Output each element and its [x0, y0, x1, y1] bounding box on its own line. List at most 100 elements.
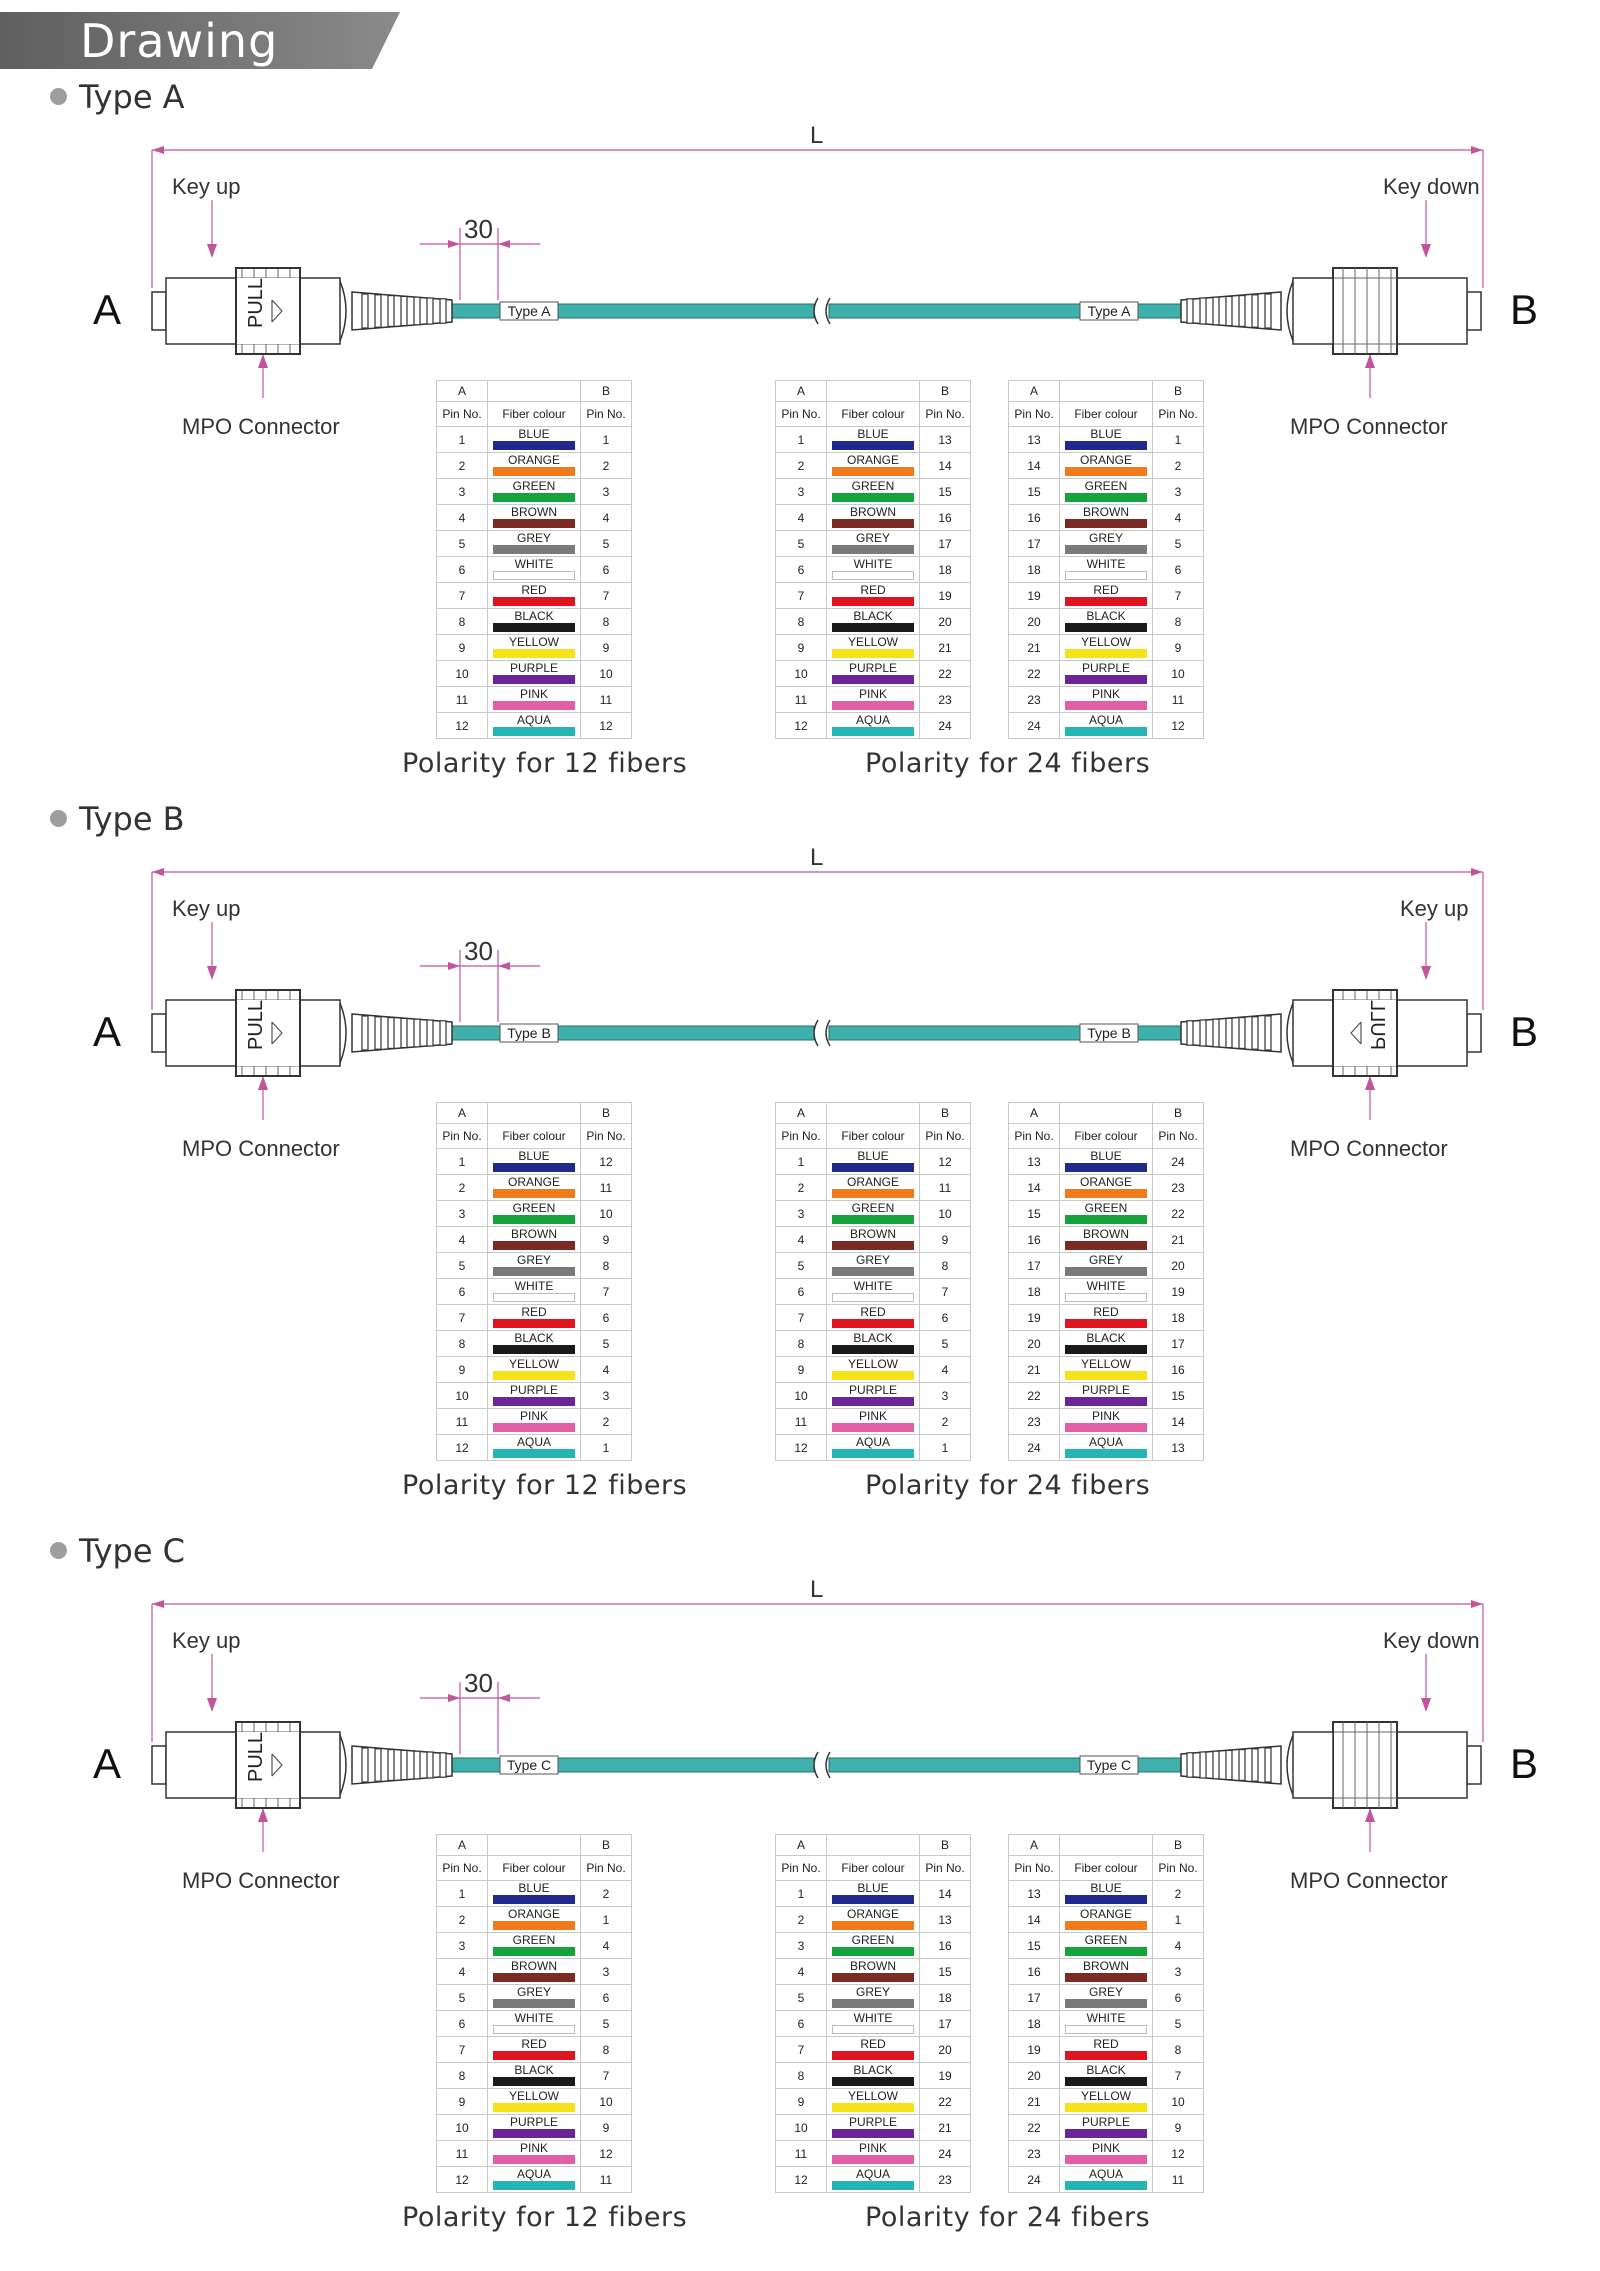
pull-label: PULL — [245, 1732, 267, 1782]
pin-b-cell: 1 — [1152, 1906, 1204, 1933]
fiber-colour-name: WHITE — [853, 2011, 893, 2025]
pin-b-cell: 4 — [580, 1932, 632, 1959]
end-b-label: B — [1510, 1740, 1539, 1787]
connector-left-arrow-icon — [258, 1076, 268, 1120]
pin-b-cell: 12 — [919, 1148, 971, 1175]
pin-a-cell: 11 — [436, 2140, 488, 2167]
fiber-colour-cell: RED — [487, 1304, 581, 1331]
fiber-colour-name: ORANGE — [846, 1907, 899, 1921]
fiber-colour-name: BLACK — [514, 2063, 554, 2077]
fiber-colour-cell: BROWN — [826, 1958, 920, 1985]
fiber-colour-swatch — [1065, 1449, 1147, 1458]
pin-b-cell: 1 — [580, 1906, 632, 1933]
key-right-arrow-icon — [1421, 922, 1431, 980]
mpo-connector-left-label: MPO Connector — [182, 1868, 340, 1893]
pin-b-cell: 16 — [919, 504, 971, 531]
fiber-colour-name: YELLOW — [1080, 1357, 1131, 1371]
column-colour-group — [487, 380, 581, 402]
fiber-colour-swatch — [1065, 1267, 1147, 1276]
fiber-colour-cell: PINK — [1059, 1408, 1153, 1435]
pin-a-cell: 22 — [1008, 1382, 1060, 1409]
fiber-colour-name: BROWN — [850, 505, 896, 519]
pin-b-cell: 12 — [1152, 712, 1204, 739]
pin-b-cell: 19 — [1152, 1278, 1204, 1305]
pin-a-cell: 7 — [775, 1304, 827, 1331]
fiber-colour-swatch — [1065, 1999, 1147, 2008]
fiber-colour-cell: BLACK — [826, 2062, 920, 2089]
length-label: L — [810, 122, 824, 149]
fiber-colour-name: GREY — [1088, 1253, 1123, 1267]
fiber-colour-cell: GREEN — [1059, 1200, 1153, 1227]
fiber-colour-cell: BROWN — [826, 1226, 920, 1253]
pin-b-cell: 6 — [1152, 556, 1204, 583]
fiber-colour-name: GREY — [855, 531, 890, 545]
pin-a-cell: 17 — [1008, 1252, 1060, 1279]
fiber-colour-name: BLUE — [857, 1881, 889, 1895]
fiber-colour-cell: BLUE — [1059, 1880, 1153, 1907]
pin-b-cell: 15 — [1152, 1382, 1204, 1409]
fiber-colour-cell: WHITE — [826, 2010, 920, 2037]
pin-b-cell: 3 — [1152, 478, 1204, 505]
pin-b-cell: 2 — [580, 1408, 632, 1435]
fiber-colour-name: GREEN — [512, 1933, 556, 1947]
key-right-label: Key up — [1400, 896, 1469, 921]
pin-b-cell: 4 — [580, 504, 632, 531]
fiber-colour-cell: BLUE — [1059, 426, 1153, 453]
pin-b-cell: 17 — [919, 530, 971, 557]
fiber-colour-swatch — [1065, 2155, 1147, 2164]
fiber-colour-name: ORANGE — [507, 1175, 560, 1189]
column-colour-group — [1059, 380, 1153, 402]
pin-a-cell: 20 — [1008, 608, 1060, 635]
pin-a-cell: 4 — [775, 504, 827, 531]
fiber-colour-name: BROWN — [1083, 1959, 1129, 1973]
fiber-colour-name: BLACK — [514, 1331, 554, 1345]
pin-a-cell: 24 — [1008, 712, 1060, 739]
fiber-colour-swatch — [493, 701, 575, 710]
fiber-colour-name: RED — [521, 583, 547, 597]
pin-a-cell: 2 — [775, 452, 827, 479]
column-b-group: B — [1152, 1834, 1204, 1856]
pin-b-cell: 24 — [1152, 1148, 1204, 1175]
column-a-group: A — [1008, 1102, 1060, 1124]
fiber-colour-cell: RED — [487, 582, 581, 609]
fiber-colour-cell: GREY — [826, 530, 920, 557]
fiber-colour-swatch — [493, 1999, 575, 2008]
column-b-group: B — [580, 380, 632, 402]
fiber-colour-cell: WHITE — [487, 556, 581, 583]
fiber-colour-name: PINK — [858, 687, 887, 701]
caption-12-fibers: Polarity for 12 fibers — [402, 2202, 688, 2233]
fiber-colour-name: PINK — [519, 1409, 548, 1423]
fiber-colour-swatch — [493, 2181, 575, 2190]
fiber-colour-name: YELLOW — [508, 1357, 559, 1371]
fiber-colour-swatch — [832, 2077, 914, 2086]
key-left-label: Key up — [172, 896, 241, 921]
pin-b-cell: 7 — [1152, 2062, 1204, 2089]
fiber-colour-swatch — [832, 1293, 914, 1302]
fiber-colour-cell: RED — [826, 1304, 920, 1331]
fiber-colour-swatch — [832, 1163, 914, 1172]
fiber-colour-cell: GREY — [1059, 1984, 1153, 2011]
fiber-colour-name: AQUA — [1088, 713, 1123, 727]
fiber-colour-cell: WHITE — [487, 1278, 581, 1305]
fiber-colour-cell: RED — [1059, 1304, 1153, 1331]
fiber-colour-name: GREY — [855, 1985, 890, 1999]
pin-b-cell: 12 — [1152, 2140, 1204, 2167]
pin-b-cell: 3 — [580, 1958, 632, 1985]
pin-b-cell: 9 — [580, 1226, 632, 1253]
fiber-colour-name: BLUE — [1090, 1149, 1122, 1163]
fiber-colour-name: BROWN — [511, 505, 557, 519]
pin-a-cell: 8 — [436, 1330, 488, 1357]
pin-a-cell: 3 — [775, 1200, 827, 1227]
fiber-colour-cell: PINK — [1059, 2140, 1153, 2167]
